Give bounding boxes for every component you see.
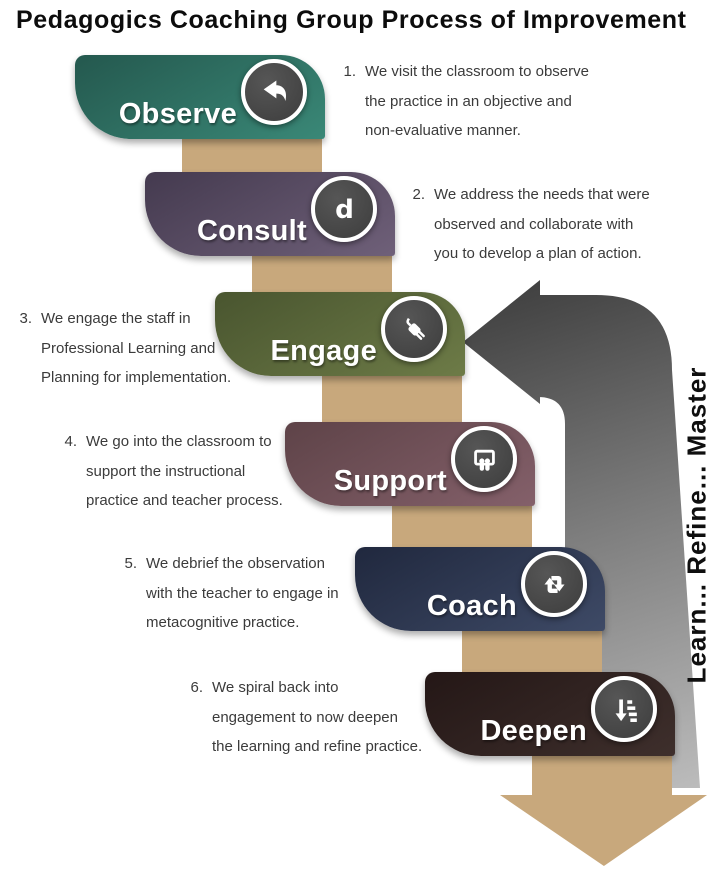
step-description: 2. We address the needs that were observe… [406, 180, 650, 269]
description-line: Professional Learning and [41, 339, 216, 357]
description-line: practice and teacher process. [86, 492, 283, 509]
step-block-deepen: Deepen [425, 672, 675, 756]
step-label: Coach [426, 590, 517, 622]
step-number: 6. [190, 679, 203, 696]
step-label: Observe [118, 98, 237, 130]
plug-icon [381, 296, 447, 362]
description-line: We go into the classroom to [86, 433, 272, 450]
step-label: Deepen [480, 715, 587, 747]
step-description: 4. We go into the classroom to support th… [58, 427, 283, 516]
step-description: 1. We visit the classroom to observe the … [337, 57, 589, 146]
step-number: 2. [412, 186, 425, 203]
description-line: you to develop a plan of action. [434, 245, 642, 262]
step-number: 5. [124, 555, 137, 572]
description-line: We visit the classroom to observe [365, 63, 589, 80]
step-description-text: We debrief the observation with the teach… [146, 549, 339, 638]
description-line: metacognitive practice. [146, 614, 300, 631]
letter-d-icon: d [311, 176, 377, 242]
cycle-arrows-icon [521, 551, 587, 617]
step-block-observe: Observe [75, 55, 325, 139]
presentation-people-icon [451, 426, 517, 492]
step-description-text: We address the needs that were observed a… [434, 180, 650, 269]
step-label: Engage [270, 335, 377, 367]
side-label: Learn... Refine... Master [681, 366, 712, 684]
description-line: engagement to now deepen [212, 708, 398, 726]
description-line: observed and collaborate with [434, 215, 634, 233]
sort-descending-icon [591, 676, 657, 742]
step-description: 5. We debrief the observation with the te… [118, 549, 339, 638]
step-block-support: Support [285, 422, 535, 506]
step-number: 4. [64, 433, 77, 450]
description-line: support the instructional [86, 462, 246, 480]
step-number: 3. [19, 310, 32, 327]
step-block-engage: Engage [215, 292, 465, 376]
description-line: We debrief the observation [146, 555, 325, 572]
step-description-text: We spiral back into engagement to now dee… [212, 673, 422, 762]
description-line: We engage the staff in [41, 310, 191, 327]
step-description-text: We go into the classroom to support the i… [86, 427, 283, 516]
step-block-consult: Consult d [145, 172, 395, 256]
step-description: 6. We spiral back into engagement to now … [184, 673, 422, 762]
cycle-back-arrow-shape [463, 280, 700, 788]
description-line: non-evaluative manner. [365, 122, 521, 139]
description-line: We address the needs that were [434, 186, 650, 203]
step-label: Support [333, 465, 447, 497]
svg-text:d: d [335, 195, 354, 225]
description-line: We spiral back into [212, 679, 339, 696]
description-line: Planning for implementation. [41, 369, 232, 386]
step-label: Consult [196, 215, 307, 247]
step-description: 3. We engage the staff in Professional Le… [13, 304, 231, 393]
reply-arrow-icon [241, 59, 307, 125]
step-number: 1. [343, 63, 356, 80]
description-line: the learning and refine practice. [212, 738, 423, 755]
step-block-coach: Coach [355, 547, 605, 631]
description-line: the practice in an objective and [365, 92, 572, 110]
step-description-text: We engage the staff in Professional Learn… [41, 304, 231, 393]
step-description-text: We visit the classroom to observe the pra… [365, 57, 589, 146]
page-title: Pedagogics Coaching Group Process of Imp… [16, 6, 687, 34]
description-line: with the teacher to engage in [146, 584, 339, 602]
